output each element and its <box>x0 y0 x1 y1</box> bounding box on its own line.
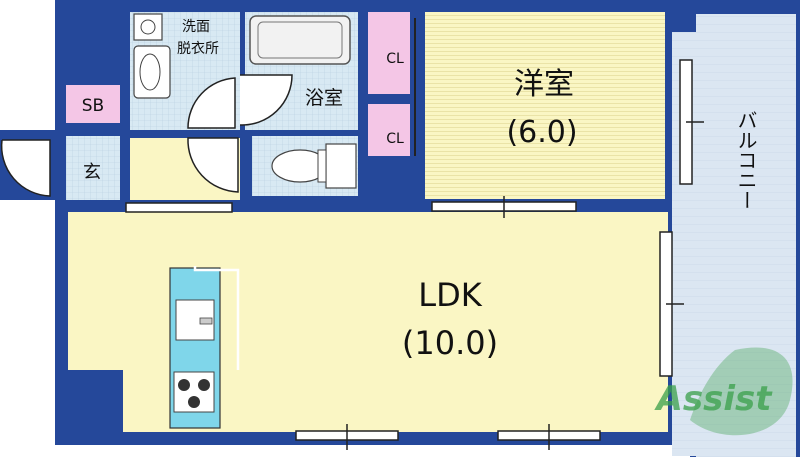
western-room-name: 洋室 <box>514 67 574 102</box>
washroom-label-1: 洗面 <box>182 19 210 35</box>
balcony-floor <box>696 14 796 457</box>
shoe-box <box>66 85 120 123</box>
toilet <box>271 143 357 189</box>
ldk-room <box>68 212 668 432</box>
bath-door[interactable] <box>239 74 293 126</box>
windows <box>125 59 704 450</box>
closet-bottom-label: CL <box>386 131 404 147</box>
entrance-label: 玄 <box>83 162 101 183</box>
toilet-door[interactable] <box>187 137 239 193</box>
entrance <box>66 136 120 200</box>
closet-top-label: CL <box>386 51 404 67</box>
watermark-text: Assist <box>654 379 774 419</box>
ldk-name: LDK <box>418 276 482 314</box>
washroom-door[interactable] <box>187 77 236 129</box>
ldk-size: (10.0) <box>402 324 498 362</box>
closet-bottom <box>368 104 410 156</box>
stove <box>173 371 215 413</box>
wash-basin <box>133 45 171 99</box>
watermark-logo <box>690 347 793 436</box>
balcony-label: バルコニー <box>734 110 758 210</box>
western-room-size: (6.0) <box>506 115 577 150</box>
washroom-label-2: 脱衣所 <box>177 41 219 57</box>
western-room <box>425 12 665 199</box>
washing-machine <box>133 13 163 41</box>
shoe-box-label: SB <box>82 96 104 116</box>
bathtub <box>249 15 351 65</box>
entrance-door[interactable] <box>0 139 51 197</box>
bath-label: 浴室 <box>305 87 343 109</box>
closet-top <box>368 12 410 94</box>
